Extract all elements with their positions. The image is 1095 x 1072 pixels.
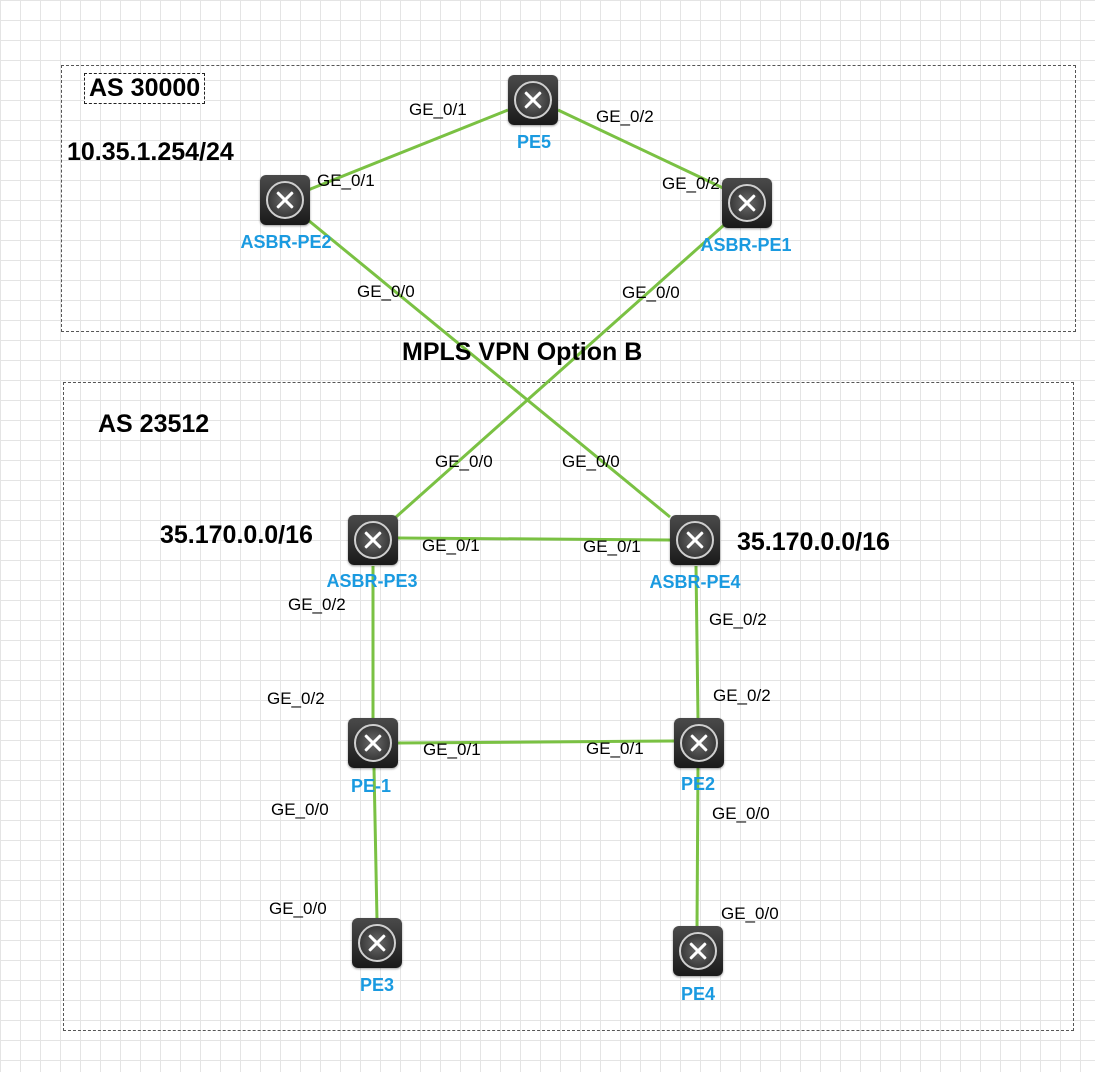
as23512-title: AS 23512 — [98, 410, 210, 438]
port-label: GE_0/1 — [317, 171, 375, 190]
port-label: GE_0/0 — [271, 800, 329, 819]
label-pe-1: PE-1 — [350, 776, 392, 796]
as30000-zone — [61, 65, 1076, 332]
port-label: GE_0/0 — [269, 899, 327, 918]
port-label: GE_0/0 — [721, 904, 779, 923]
switch-router-icon — [354, 724, 392, 762]
port-label: GE_0/2 — [713, 686, 771, 705]
router-asbr-pe4[interactable] — [670, 515, 720, 565]
router-pe4[interactable] — [673, 926, 723, 976]
router-pe2[interactable] — [674, 718, 724, 768]
port-label: GE_0/0 — [435, 452, 493, 471]
port-label: GE_0/0 — [622, 283, 680, 302]
as23512-zone — [63, 382, 1074, 1031]
port-label: GE_0/2 — [662, 174, 720, 193]
link-pe2-pe4 — [695, 767, 700, 929]
label-pe2: PE2 — [680, 774, 716, 794]
router-pe5[interactable] — [508, 75, 558, 125]
link-pe5-asbrpe1 — [557, 108, 724, 190]
prefix-asbr-pe2: 10.35.1.254/24 — [67, 138, 234, 166]
label-pe4: PE4 — [680, 984, 716, 1004]
switch-router-icon — [676, 521, 714, 559]
as30000-title: AS 30000 — [84, 73, 206, 104]
port-label: GE_0/0 — [712, 804, 770, 823]
port-label: GE_0/1 — [586, 739, 644, 758]
link-asbrpe3-asbrpe4 — [397, 536, 671, 542]
label-asbr-pe2: ASBR-PE2 — [240, 232, 332, 252]
label-pe3: PE3 — [359, 975, 395, 995]
label-asbr-pe4: ASBR-PE4 — [649, 572, 741, 592]
port-label: GE_0/2 — [709, 610, 767, 629]
router-pe3[interactable] — [352, 918, 402, 968]
switch-router-icon — [514, 81, 552, 119]
router-pe-1[interactable] — [348, 718, 398, 768]
switch-router-icon — [266, 181, 304, 219]
prefix-asbr-pe4: 35.170.0.0/16 — [737, 528, 890, 556]
label-asbr-pe1: ASBR-PE1 — [700, 235, 792, 255]
port-label: GE_0/0 — [357, 282, 415, 301]
port-label: GE_0/1 — [422, 536, 480, 555]
switch-router-icon — [354, 521, 392, 559]
port-label: GE_0/2 — [288, 595, 346, 614]
link-pe1-pe3 — [372, 767, 379, 921]
label-asbr-pe3: ASBR-PE3 — [326, 571, 418, 591]
link-asbrpe2-asbrpe4 — [307, 218, 671, 519]
link-asbrpe4-pe2 — [694, 565, 700, 719]
prefix-asbr-pe3: 35.170.0.0/16 — [160, 521, 313, 549]
link-pe1-pe2 — [397, 739, 675, 745]
port-label: GE_0/0 — [562, 452, 620, 471]
switch-router-icon — [679, 932, 717, 970]
router-asbr-pe2[interactable] — [260, 175, 310, 225]
switch-router-icon — [680, 724, 718, 762]
link-asbrpe1-asbrpe3 — [395, 223, 725, 519]
switch-router-icon — [728, 184, 766, 222]
diagram-headline: MPLS VPN Option B — [402, 338, 643, 366]
switch-router-icon — [358, 924, 396, 962]
label-pe5: PE5 — [516, 132, 552, 152]
port-label: GE_0/1 — [583, 537, 641, 556]
port-label: GE_0/2 — [596, 107, 654, 126]
router-asbr-pe3[interactable] — [348, 515, 398, 565]
link-pe5-asbrpe2 — [307, 108, 509, 192]
port-label: GE_0/1 — [423, 740, 481, 759]
router-asbr-pe1[interactable] — [722, 178, 772, 228]
port-label: GE_0/2 — [267, 689, 325, 708]
port-label: GE_0/1 — [409, 100, 467, 119]
